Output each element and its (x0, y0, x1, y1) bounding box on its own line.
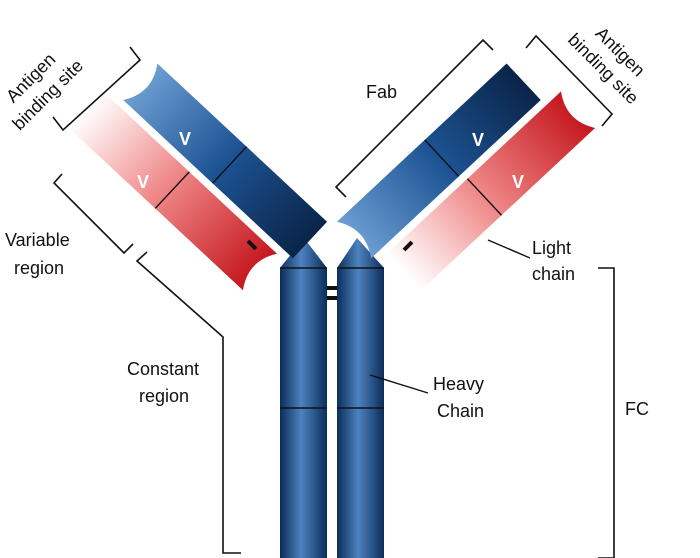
left-arm-disulfide-bond (246, 239, 258, 251)
light-chain-leader-line (487, 239, 531, 259)
left-light-chain-arm (68, 91, 278, 291)
right-heavy-chain-arm (336, 63, 541, 259)
v-label-right-heavy: V (472, 130, 484, 150)
constant-region-label-line2: region (139, 386, 189, 406)
fab-label: Fab (366, 82, 397, 102)
right-light-chain-arm (386, 91, 596, 291)
variable-region-label-line2: region (14, 258, 64, 278)
fc-bracket (598, 267, 615, 558)
light-chain-label-line2: chain (532, 264, 575, 284)
fc-region (280, 238, 384, 558)
v-label-right-light: V (512, 172, 524, 192)
heavy-chain-label-line1: Heavy (433, 374, 484, 394)
antigen-binding-site-left-bracket (52, 46, 142, 132)
v-label-left-light: V (137, 172, 149, 192)
variable-region-label-line1: Variable (5, 230, 70, 250)
left-heavy-chain-arm (123, 63, 328, 259)
variable-region-bracket (52, 173, 134, 255)
fab-bracket (334, 38, 494, 198)
antigen-binding-site-right-bracket (525, 34, 614, 127)
constant-region-bracket (135, 251, 241, 554)
heavy-chain-label-line2: Chain (437, 401, 484, 421)
light-chain-label-line1: Light (532, 238, 571, 258)
constant-region-label-line1: Constant (127, 359, 199, 379)
heavy-chain-stem-left (280, 238, 327, 558)
antigen-binding-site-right-label: Antigen binding site (564, 23, 649, 108)
heavy-chain-leader-line (369, 374, 429, 394)
v-label-left-heavy: V (179, 129, 191, 149)
heavy-chain-stem-right (337, 238, 384, 558)
right-arm-disulfide-bond (402, 240, 414, 252)
fc-label: FC (625, 399, 649, 419)
